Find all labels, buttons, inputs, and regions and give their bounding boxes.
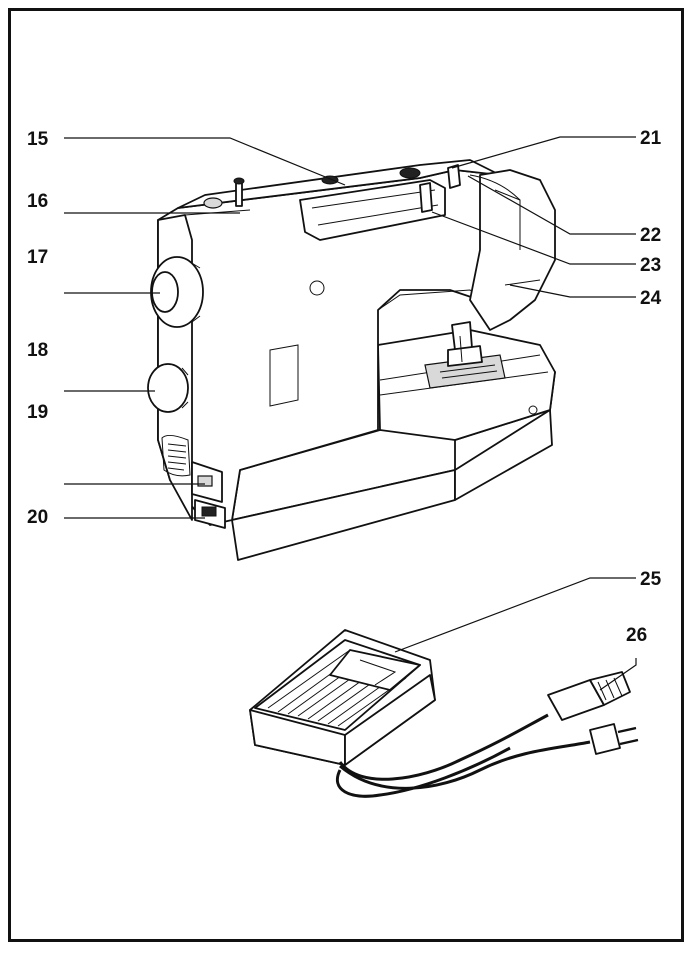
leader-lines xyxy=(64,136,637,691)
callout-17: 17 xyxy=(27,247,48,268)
power-cord xyxy=(336,671,639,798)
callout-22: 22 xyxy=(640,225,661,246)
callout-19: 19 xyxy=(27,402,48,423)
sewing-machine xyxy=(147,159,556,561)
callout-labels: 15 16 17 18 19 20 21 22 23 24 25 26 xyxy=(27,128,662,646)
callout-21: 21 xyxy=(640,128,662,149)
foot-pedal xyxy=(249,629,436,766)
callout-20: 20 xyxy=(27,507,48,528)
callout-15: 15 xyxy=(27,129,49,150)
callout-23: 23 xyxy=(640,255,661,276)
callout-26: 26 xyxy=(626,625,647,646)
callout-25: 25 xyxy=(640,569,662,590)
callout-16: 16 xyxy=(27,191,48,212)
vent-grille xyxy=(161,434,191,477)
callout-24: 24 xyxy=(640,288,662,309)
callout-18: 18 xyxy=(27,340,48,361)
